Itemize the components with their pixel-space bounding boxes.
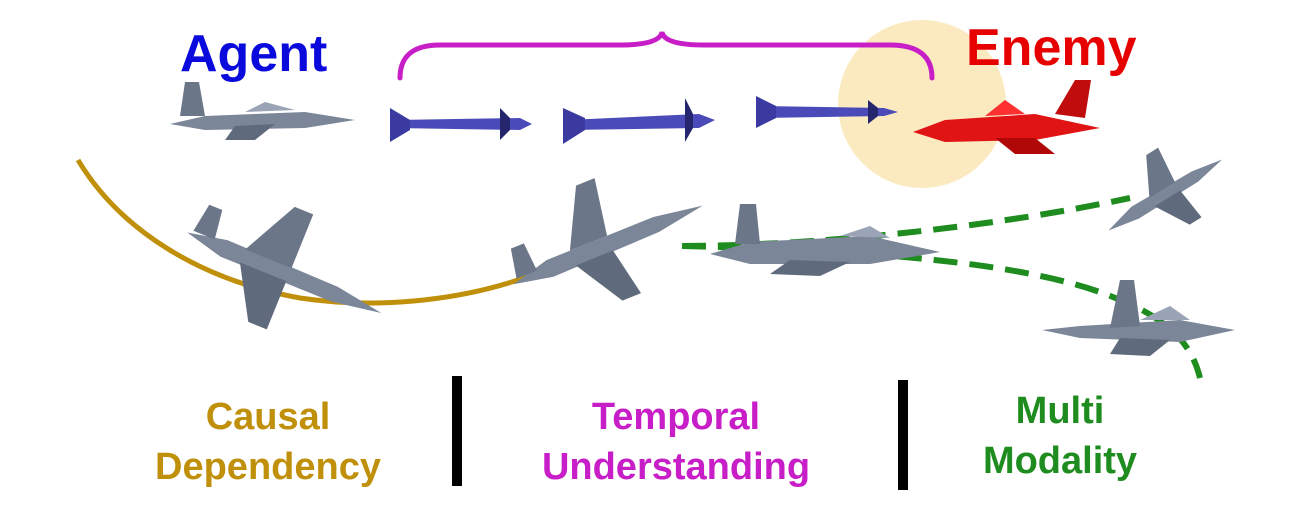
enemy-label: Enemy — [966, 19, 1137, 77]
caption-causal-line1: Causal — [205, 396, 331, 438]
caption-temporal-line1: Temporal — [591, 396, 761, 438]
divider-left — [452, 376, 462, 486]
caption-multi-line2: Modality — [982, 440, 1138, 482]
caption-multi-line1: Multi — [1015, 390, 1105, 432]
causal-curve — [75, 158, 541, 306]
agent-jet-icon — [170, 82, 355, 140]
missile-icon-1 — [390, 108, 532, 142]
missile-icon-2 — [563, 98, 715, 144]
enemy-jet-icon — [913, 80, 1100, 154]
caption-causal-dependency: Causal Dependency — [108, 392, 428, 492]
agent-label: Agent — [180, 25, 328, 83]
escape-jet-icon-lower — [1042, 280, 1235, 356]
escape-jet-icon-upper — [1108, 147, 1223, 231]
temporal-brace — [397, 31, 935, 81]
enemy-highlight-circle — [838, 20, 1006, 188]
caption-multi-modality: Multi Modality — [935, 386, 1185, 486]
missile-icon-3 — [756, 96, 898, 128]
level-jet-icon — [710, 204, 940, 276]
caption-temporal-understanding: Temporal Understanding — [516, 392, 836, 492]
caption-temporal-line2: Understanding — [541, 446, 811, 488]
divider-right — [898, 380, 908, 490]
banking-jet-icon-1 — [187, 204, 382, 330]
climbing-jet-icon — [510, 178, 703, 301]
caption-causal-line2: Dependency — [155, 446, 381, 488]
